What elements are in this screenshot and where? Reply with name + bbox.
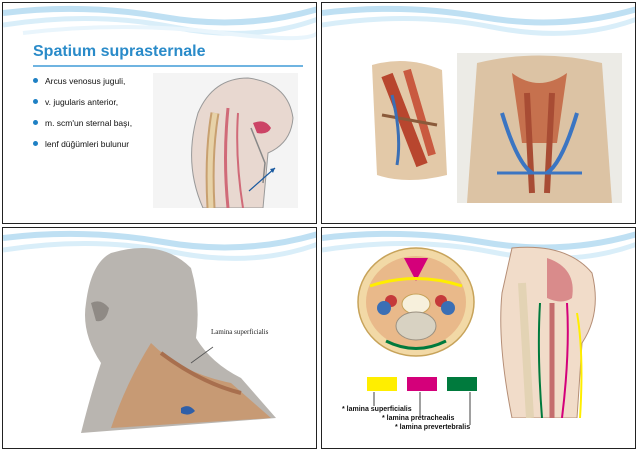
bullet-icon — [33, 120, 38, 125]
neck-lateral-dissection-image — [372, 61, 447, 180]
slide-3: Lamina superficialis — [2, 227, 317, 449]
legend-label-superficialis: * lamina superficialis — [342, 406, 412, 413]
bullet-icon — [33, 78, 38, 83]
slide-2 — [321, 2, 636, 224]
slide-decoration — [322, 228, 635, 266]
slide-decoration — [3, 3, 316, 41]
bullet-item: lenf düğümleri bulunur — [33, 138, 132, 159]
legend-swatch-pretrachealis — [407, 377, 437, 391]
legend-label-prevertebralis: * lamina prevertebralis — [395, 424, 471, 431]
slide-decoration — [322, 3, 635, 41]
slide-title: Spatium suprasternale — [33, 43, 206, 60]
legend-label-pretrachealis: * lamina pretrachealis — [382, 415, 455, 422]
head-neck-dissection-image — [81, 248, 276, 433]
legend-swatch-prevertebralis — [447, 377, 477, 391]
legend-swatch-superficialis — [367, 377, 397, 391]
neck-cross-section-image — [357, 247, 475, 357]
bullet-icon — [33, 141, 38, 146]
slide-4: * lamina superficialis * lamina pretrach… — [321, 227, 636, 449]
bullet-item: Arcus venosus juguli, — [33, 75, 132, 96]
image-caption: Lamina superficialis — [211, 328, 269, 336]
legend-leader-lines — [373, 392, 471, 425]
slide-decoration — [3, 228, 316, 266]
bullet-list: Arcus venosus juguli, v. jugularis anter… — [33, 75, 132, 159]
neck-sagittal-colored-image — [500, 246, 596, 418]
bullet-item: v. jugularis anterior, — [33, 96, 132, 117]
slide-1: Spatium suprasternale Arcus venosus jugu… — [2, 2, 317, 224]
neck-anterior-dissection-image — [457, 53, 622, 203]
bullet-icon — [33, 99, 38, 104]
neck-sagittal-section-image — [153, 73, 298, 208]
title-underline — [33, 65, 303, 67]
bullet-item: m. scm'un sternal başı, — [33, 117, 132, 138]
